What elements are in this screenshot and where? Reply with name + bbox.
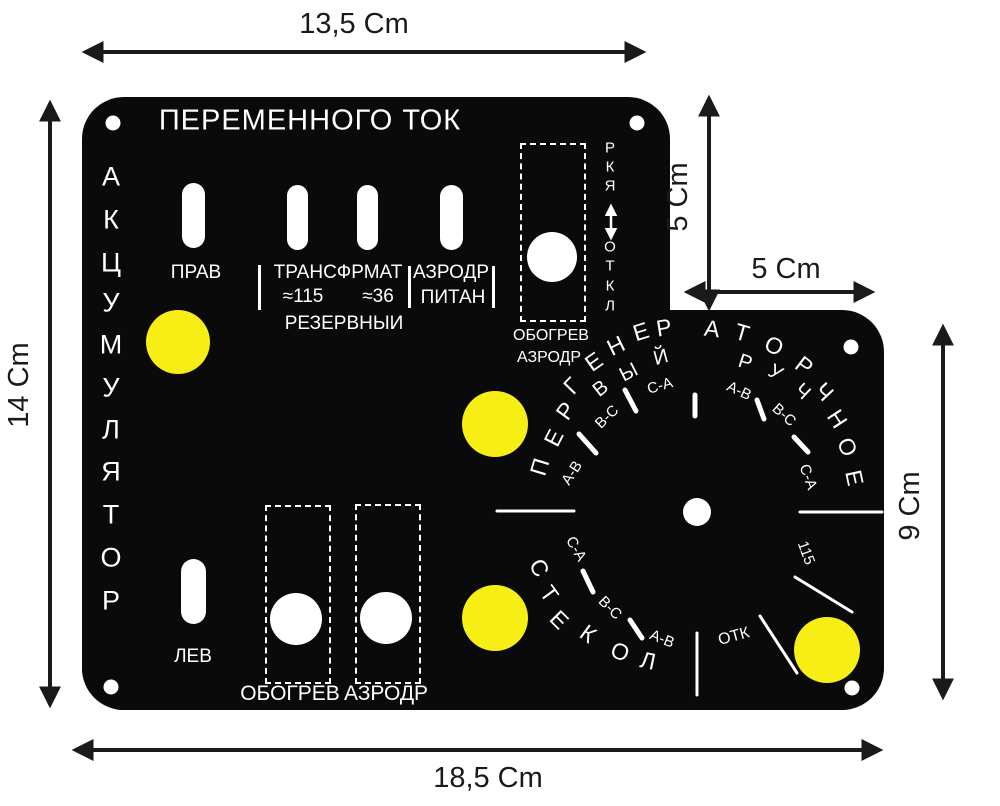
dial-middle-letter: Р: [735, 350, 755, 376]
dial-outer-letter: О: [760, 329, 788, 362]
rkja-letter: Л: [605, 297, 615, 315]
aerodrome-title: АЗРОДР: [412, 262, 490, 283]
screw-hole: [843, 339, 859, 355]
dial-middle-letter: У: [764, 359, 787, 386]
dial-position-label: С-А: [795, 461, 821, 493]
dial-outer-letter: Н: [821, 404, 853, 433]
battery-letter: Я: [101, 456, 121, 487]
dial-center-dot: [683, 498, 711, 526]
battery-letter: У: [102, 372, 120, 403]
separator-bar: [258, 265, 261, 310]
dial-outer-letter: Р: [790, 350, 819, 381]
dial-bottom-letter: Т: [534, 580, 565, 608]
dial-position-label: С-А: [645, 374, 675, 398]
dashed-outline: [355, 504, 421, 684]
transformer-title: ТРАНСФРМАТ: [273, 262, 403, 283]
dial-outer-letter: О: [831, 433, 863, 461]
dial-middle-letter: В: [588, 375, 613, 402]
separator-bar: [492, 266, 495, 308]
dial-bottom-letter: Е: [544, 605, 574, 635]
separator-bar: [408, 266, 411, 308]
indicator-lamp-yellow: [146, 310, 210, 374]
dial-outer-letter: Е: [840, 467, 869, 489]
reserve-label: РЕЗЕРВНЫИ: [284, 313, 404, 334]
switch-label-prav: ПРАВ: [170, 262, 222, 283]
dial-position-label: А-В: [724, 378, 754, 404]
battery-letter: Р: [101, 585, 121, 616]
dashed-outline: [520, 143, 586, 322]
rkja-letter: К: [605, 158, 615, 176]
battery-letter: Т: [102, 499, 120, 530]
battery-letter: А: [101, 161, 121, 192]
dial-middle-letter: Ч: [789, 379, 815, 405]
screw-hole: [844, 680, 860, 696]
switch-slot: [181, 559, 206, 624]
heater-top-label-2: АЗРОДР: [516, 349, 582, 366]
dial-outer-letter: Ч: [809, 377, 840, 407]
dial-outer-letter: Р: [550, 396, 581, 425]
dial-bottom-letter: К: [575, 619, 602, 649]
button-circle: [270, 593, 322, 645]
screw-hole: [103, 679, 119, 695]
dial-position-label: С-А: [562, 533, 590, 565]
screw-hole: [105, 115, 121, 131]
button-circle: [527, 232, 577, 282]
dial-outer-letter: А: [702, 314, 722, 343]
pitan-label: ПИТАН: [420, 287, 486, 308]
value-115: ≈115: [282, 286, 324, 307]
dial-outer-letter: П: [524, 455, 555, 479]
rkja-letter: Р: [604, 139, 616, 157]
indicator-lamp-yellow: [462, 391, 528, 457]
dial-position-label: А-В: [558, 457, 586, 489]
dial-bottom-letter: О: [607, 636, 634, 667]
button-circle: [360, 592, 412, 644]
dial-position-label: В-С: [591, 401, 623, 433]
indicator-lamp-yellow: [794, 617, 860, 683]
switch-slot: [440, 185, 463, 250]
indicator-lamp-yellow: [462, 585, 528, 651]
panel-title: ПЕРЕМЕННОГО ТОК: [158, 104, 462, 137]
switch-slot: [287, 185, 308, 250]
battery-letter: М: [99, 329, 123, 360]
dial-outer-letter: Р: [654, 313, 674, 342]
dial-position-label: ОТК: [716, 624, 752, 649]
dial-outer-letter: Г: [557, 372, 586, 400]
switch-slot: [182, 183, 205, 248]
battery-letter: О: [100, 542, 122, 573]
dial-middle-letter: Ы: [615, 358, 642, 387]
rkja-letter: Т: [605, 257, 615, 275]
dial-middle-letter: Й: [651, 345, 671, 371]
battery-letter: У: [102, 287, 120, 318]
heater-bottom-label-right: АЗРОДР: [343, 682, 429, 705]
dial-position-label: В-С: [768, 400, 800, 430]
battery-letter: К: [103, 204, 119, 235]
dial-position-label: 115: [793, 538, 819, 568]
dial-outer-letter: Н: [602, 330, 629, 361]
rkja-letter: О: [604, 238, 616, 256]
rkja-letter: К: [605, 277, 615, 295]
battery-letter: Л: [102, 414, 120, 445]
battery-letter: Ц: [101, 247, 121, 278]
dial-position-label: В-С: [594, 592, 626, 624]
dial-bottom-letter: Л: [638, 646, 659, 675]
dial-outer-letter: Т: [731, 318, 753, 347]
rkja-letter: Я: [604, 177, 616, 195]
dashed-outline: [265, 505, 331, 684]
heater-bottom-label-left: ОБОГРЕВ: [240, 682, 340, 705]
heater-top-label-1: ОБОГРЕВ: [513, 327, 589, 344]
screw-hole: [629, 115, 645, 131]
switch-slot: [357, 185, 378, 250]
dial-bottom-letter: С: [524, 554, 555, 582]
switch-label-lev: ЛЕВ: [174, 646, 212, 667]
dial-outer-letter: Е: [538, 425, 569, 451]
dial-outer-letter: Е: [579, 346, 608, 377]
value-36: ≈36: [362, 286, 394, 307]
dial-outer-letter: Е: [629, 316, 652, 347]
